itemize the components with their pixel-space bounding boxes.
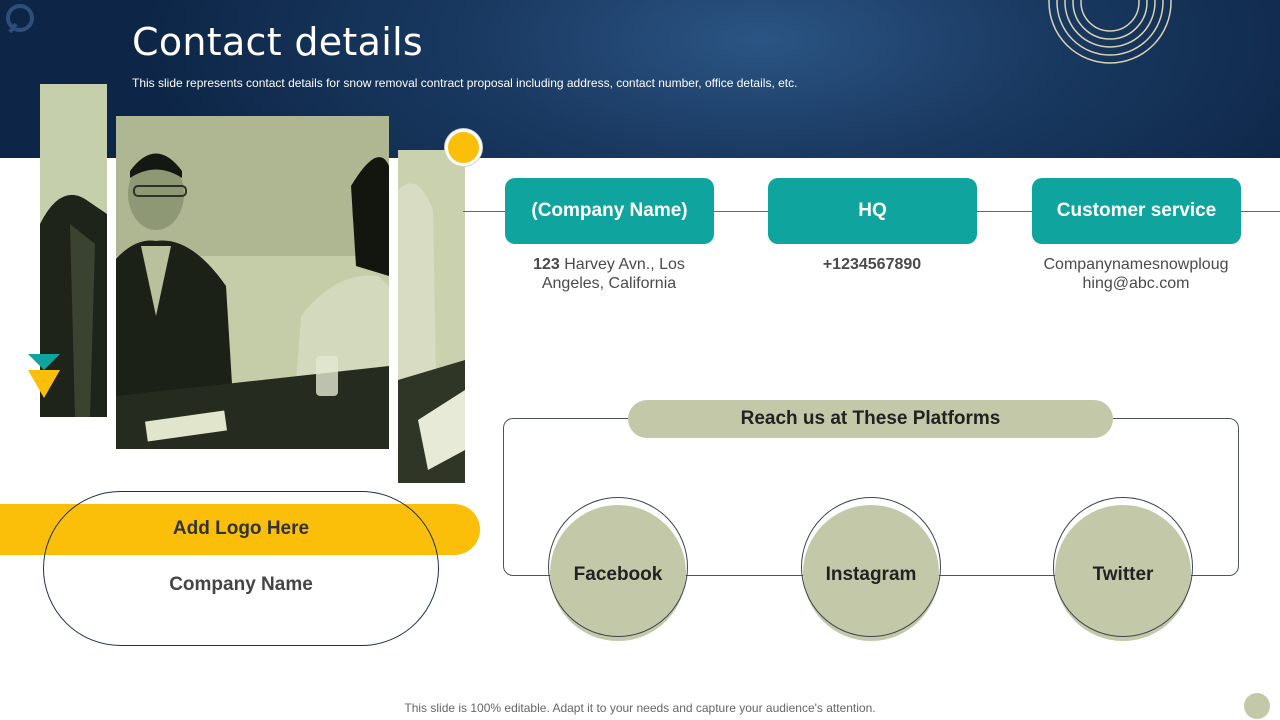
concentric-rings-icon <box>1048 0 1172 64</box>
accent-dot <box>445 129 482 166</box>
corner-dot <box>1244 693 1270 719</box>
company-name-box: (Company Name) <box>505 178 714 244</box>
meeting-photo-strip-left <box>40 84 107 417</box>
facebook-label: Facebook <box>573 564 663 585</box>
instagram-label: Instagram <box>825 564 917 585</box>
platforms-title: Reach us at These Platforms <box>628 400 1113 438</box>
email-address: Companynamesnowploughing@abc.com <box>1043 256 1229 292</box>
facebook-platform[interactable]: Facebook <box>548 497 688 641</box>
instagram-platform[interactable]: Instagram <box>801 497 941 641</box>
instagram-ring <box>801 497 941 637</box>
meeting-photo-main <box>116 116 389 449</box>
address-text: 123 Harvey Avn., Los Angeles, California <box>494 255 724 293</box>
page-title: Contact details <box>132 20 424 64</box>
hq-heading: HQ <box>858 200 887 221</box>
page-subtitle: This slide represents contact details fo… <box>132 76 798 90</box>
phone-text: +1234567890 <box>757 255 987 274</box>
phone-number: +1234567890 <box>822 256 922 273</box>
meeting-photo-strip-right <box>398 150 465 483</box>
twitter-platform[interactable]: Twitter <box>1053 497 1193 641</box>
footer-note: This slide is 100% editable. Adapt it to… <box>404 701 876 715</box>
corner-brand-icon <box>6 4 34 34</box>
down-triangles-icon <box>28 354 60 398</box>
twitter-ring <box>1053 497 1193 637</box>
logo-outline-pill <box>43 491 439 646</box>
facebook-ring <box>548 497 688 637</box>
add-logo-label[interactable]: Add Logo Here <box>172 518 310 539</box>
customer-service-box: Customer service <box>1032 178 1241 244</box>
email-text: Companynamesnowploughing@abc.com <box>1040 255 1232 293</box>
company-name-label: Company Name <box>169 574 313 595</box>
customer-service-heading: Customer service <box>1056 200 1217 221</box>
company-name-heading: (Company Name) <box>531 200 688 221</box>
hq-box: HQ <box>768 178 977 244</box>
twitter-label: Twitter <box>1092 564 1154 585</box>
address-detail: Harvey Avn., Los Angeles, California <box>541 256 685 292</box>
address-number: 123 <box>533 256 560 273</box>
